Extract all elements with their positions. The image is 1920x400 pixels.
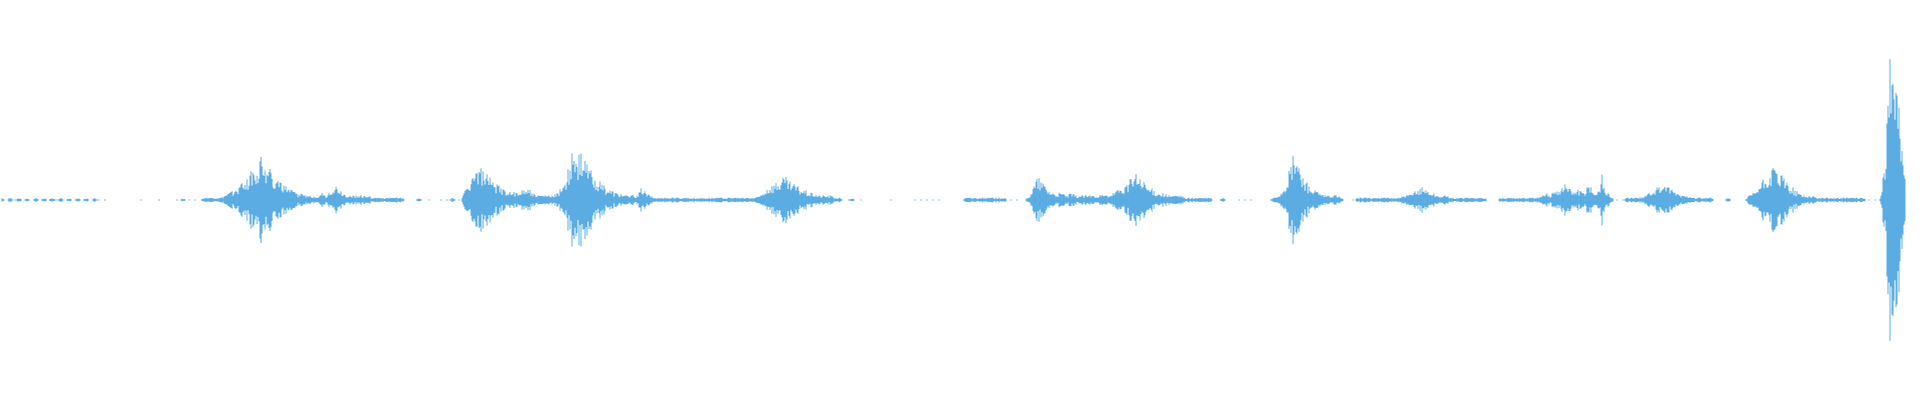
- waveform-trace: [1, 59, 1906, 341]
